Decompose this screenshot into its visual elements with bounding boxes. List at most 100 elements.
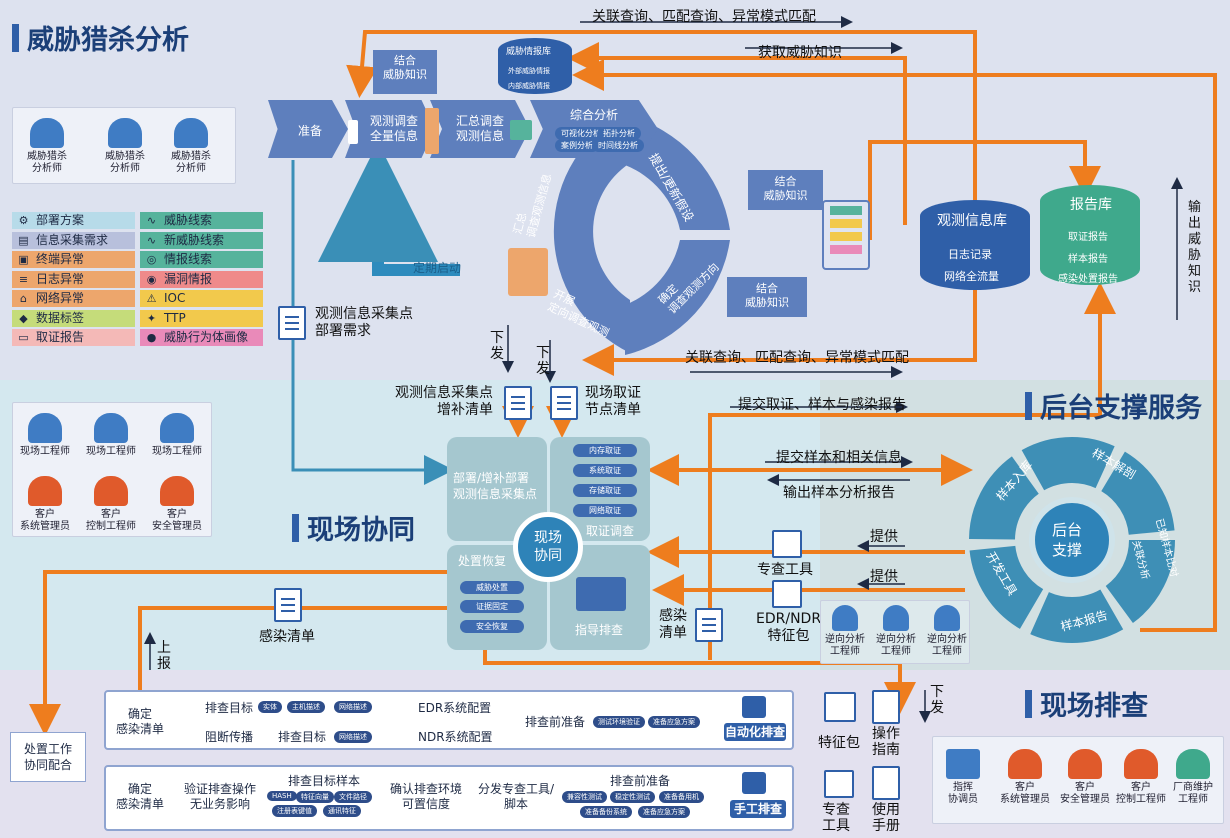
observation-db-item: 日志记录 <box>948 248 992 261</box>
row1-target: 排查目标 <box>205 701 254 715</box>
legend-item: ∿新威胁线索 <box>140 231 263 249</box>
role-field-engineer: 现场工程师 <box>79 413 143 458</box>
threat-intel-db-label: 威胁情报库 <box>506 47 552 57</box>
collect-icon: ▤ <box>18 233 29 247</box>
legend-item: ✦TTP <box>140 309 263 327</box>
forensic-nodes-label: 现场取证 节点清单 <box>585 385 641 418</box>
manual-investigation-button[interactable]: 手工排查 <box>730 800 786 818</box>
onsite-roles-box: 现场工程师 现场工程师 现场工程师 客户 系统管理员 客户 控制工程师 客户 安… <box>12 402 212 537</box>
stage-prepare <box>268 100 348 158</box>
stage-prepare-label: 准备 <box>298 124 323 138</box>
section-title-backend: 后台支撑服务 <box>1025 386 1202 425</box>
section-title-onsite: 现场协同 <box>292 508 415 547</box>
role-field-engineer: 现场工程师 <box>145 413 209 458</box>
automated-investigation-button[interactable]: 自动化排查 <box>724 723 786 741</box>
legend-item: ◆ 数据标签 <box>12 309 135 327</box>
row2-verify: 验证排查操作 无业务影响 <box>184 782 257 811</box>
deploy-icon: ⚙ <box>18 214 29 227</box>
row2-prep: 排查前准备 <box>610 774 671 788</box>
report-db-item: 样本报告 <box>1068 254 1108 265</box>
legend-label: 数据标签 <box>36 310 85 325</box>
collection-needs-label: 观测信息采集点 部署需求 <box>315 306 413 339</box>
row2-confirm: 确定 感染清单 <box>116 782 165 811</box>
threat-intel-ext: 外部威胁情报 <box>508 67 550 75</box>
recovery-tag: 威胁处置 <box>460 581 524 594</box>
legend-item: ▣终端异常 <box>12 251 135 268</box>
legend-item: ⌂网络异常 <box>12 290 135 307</box>
stage-summary-label: 汇总调查 观测信息 <box>456 114 505 143</box>
legend-label: IOC <box>164 291 186 305</box>
automation-icon <box>742 696 766 718</box>
tag-icon: ◆ <box>19 311 28 325</box>
report-db <box>1040 185 1140 285</box>
analysis-tag: 可视化分析 <box>555 127 607 140</box>
vuln-icon: ◉ <box>146 272 157 286</box>
report-db-item: 取证报告 <box>1068 232 1108 243</box>
sample-tag: 特征向量 <box>296 791 334 803</box>
prep-tag: 准备备份系统 <box>580 806 632 818</box>
row1-block: 阻断传播 <box>205 730 254 744</box>
row1-confirm: 确定 感染清单 <box>116 707 165 736</box>
document-icon <box>550 386 578 420</box>
sample-tag: HASH <box>267 791 297 801</box>
legend-label: TTP <box>164 310 186 325</box>
legend-item: ●威胁行为体画像 <box>140 329 263 346</box>
special-tool-label: 专查 工具 <box>822 802 850 834</box>
ioc-icon: ⚠ <box>146 292 157 305</box>
observation-db <box>920 200 1030 290</box>
manual-icon <box>742 772 766 794</box>
forensic-tag: 存储取证 <box>573 484 637 497</box>
threat-intel-int: 内部威胁情报 <box>508 82 550 90</box>
special-tool-label: 专查工具 <box>757 562 813 578</box>
onsite-center-badge: 现场 协同 <box>513 512 583 582</box>
legend-label: 部署方案 <box>36 213 85 227</box>
prep-tag: 准备备用机 <box>659 791 704 803</box>
intel-icon: ◎ <box>146 253 157 266</box>
combine-knowledge-box: 结合 威胁知识 <box>727 277 807 317</box>
automated-row <box>104 690 794 750</box>
data-icon <box>348 120 358 144</box>
legend-label: 新威胁线索 <box>164 232 225 247</box>
arrow-label-query: 关联查询、匹配查询、异常模式匹配 <box>592 9 816 25</box>
manual-book-icon <box>872 766 900 800</box>
feature-package-label: 特征包 <box>818 735 860 751</box>
prep-tag: 准备应急方案 <box>648 716 700 728</box>
coordination-box: 处置工作 协同配合 <box>10 732 86 782</box>
legend-item: ▤信息采集需求 <box>12 231 135 249</box>
legend-item: ◎情报线索 <box>140 251 263 268</box>
role-field-engineer: 现场工程师 <box>13 413 77 458</box>
role-customer-sysadmin: 客户 系统管理员 <box>13 476 77 533</box>
document-icon <box>278 306 306 340</box>
feature-package-icon <box>824 692 856 722</box>
role-hunter: 威胁猎杀 分析师 <box>159 118 223 175</box>
issue-label: 下 发 <box>536 345 550 377</box>
guide-book-icon <box>872 690 900 724</box>
prep-tag: 准备应急方案 <box>638 806 690 818</box>
forensic-tag: 内存取证 <box>573 444 637 457</box>
hunting-roles-box: 威胁猎杀 分析师 威胁猎杀 分析师 威胁猎杀 分析师 <box>12 107 236 184</box>
recovery-tag: 证据固定 <box>460 600 524 613</box>
forensic-tag: 系统取证 <box>573 464 637 477</box>
stage-observe <box>345 100 435 158</box>
anomaly-icons <box>508 248 548 296</box>
hunting-cycle-ring-right <box>625 115 730 355</box>
target-tag: 网络描述 <box>334 701 372 713</box>
operation-guide-label: 操作 指南 <box>872 726 900 758</box>
infection-list-label: 感染 清单 <box>659 608 687 641</box>
sample-tag: 注册表键值 <box>272 805 317 817</box>
row2-distribute: 分发专查工具/ 脚本 <box>478 782 555 811</box>
arrow-label-provide: 提供 <box>870 529 898 545</box>
role-customer-security-admin: 客户 安全管理员 <box>145 476 209 533</box>
analysis-tag: 拓扑分析 <box>597 127 641 140</box>
role-reverse-engineer: 逆向分析 工程师 <box>813 605 877 658</box>
report-db-label: 报告库 <box>1070 197 1112 213</box>
user-manual-label: 使用 手册 <box>872 802 900 834</box>
legend-item: ◉漏洞情报 <box>140 270 263 288</box>
report-up-label: 上 报 <box>157 640 171 672</box>
legend-item: ⚠ IOC <box>140 290 263 307</box>
tool-icon <box>772 530 802 558</box>
arrow-label-output-report: 输出样本分析报告 <box>783 485 895 501</box>
anomaly-icons <box>425 108 439 154</box>
role-customer-control-engineer: 客户 控制工程师 <box>79 476 143 533</box>
